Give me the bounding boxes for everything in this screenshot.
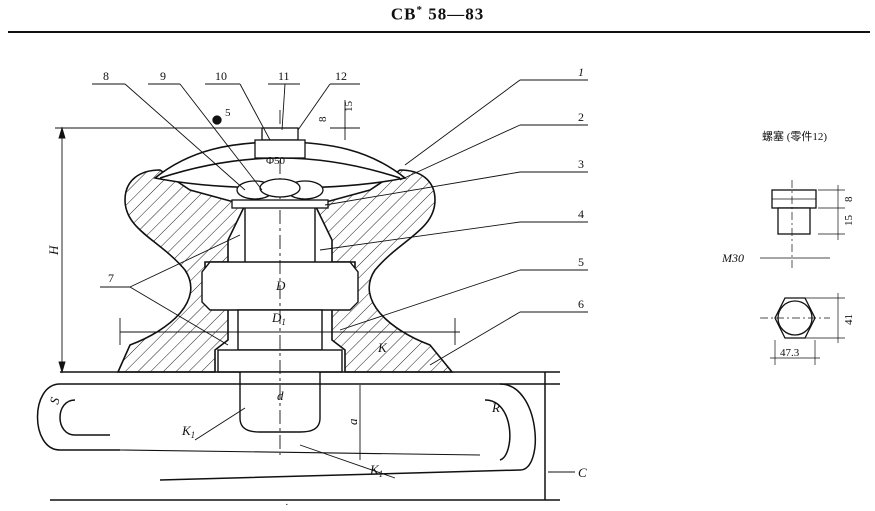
plug-detail-labels: 螺塞 (零件12) M30 8 15 41 47.3 (721, 129, 855, 359)
standard-star: * (416, 4, 423, 16)
callout-10: 10 (215, 69, 227, 83)
dim-5: 5 (225, 107, 231, 119)
callout-9: 9 (160, 69, 166, 83)
dim-8: 8 (317, 116, 329, 122)
shaft (201, 110, 359, 455)
plug-thread: M30 (721, 251, 744, 265)
plug-dim-47: 47.3 (780, 347, 800, 359)
plug-elevation (760, 180, 845, 270)
plug-dim-15: 15 (843, 215, 855, 227)
leaders-left (92, 83, 360, 346)
deck-plate (36, 371, 560, 501)
dim-K1-right: K1 (369, 462, 383, 479)
dim-H: H (46, 245, 61, 256)
callout-4: 4 (578, 207, 584, 221)
plug-plan-view (760, 293, 845, 365)
dim-d: d (277, 388, 284, 403)
callout-7: 7 (108, 271, 114, 285)
footer-mark: · (285, 499, 289, 511)
dim-R: R (491, 400, 500, 415)
dimension-labels: H D D1 d a R S C K K1 K1 Φ50 5 8 15 (46, 101, 587, 481)
plug-title: 螺塞 (零件12) (762, 129, 827, 143)
dim-S: S (46, 395, 62, 406)
leaders-right (319, 79, 588, 366)
dim-phi50: Φ50 (266, 155, 286, 167)
callout-5: 5 (578, 255, 584, 269)
dim-C: C (578, 465, 587, 480)
dim-D1: D1 (271, 310, 286, 327)
header-rule (8, 31, 870, 33)
callout-6: 6 (578, 297, 584, 311)
dim-D: D (275, 278, 286, 293)
callout-12: 12 (335, 69, 347, 83)
callout-3: 3 (578, 157, 584, 171)
standard-number: 58—83 (428, 4, 485, 24)
dim-15: 15 (343, 101, 355, 113)
callout-11: 11 (278, 69, 290, 83)
callout-1: 1 (578, 65, 584, 79)
dim-K: K (377, 340, 388, 355)
callout-2: 2 (578, 110, 584, 124)
dim-K1-left: K1 (181, 423, 195, 440)
dimension-lines (55, 100, 575, 479)
callout-8: 8 (103, 69, 109, 83)
dim-a: a (345, 418, 360, 425)
standard-header: CB* 58—83 (0, 4, 875, 25)
plug-dim-8: 8 (843, 196, 855, 202)
callout-labels: 1 2 3 4 5 6 7 8 9 10 11 12 (103, 65, 584, 311)
standard-code: CB (390, 4, 417, 24)
plug-dim-41: 41 (843, 314, 855, 325)
